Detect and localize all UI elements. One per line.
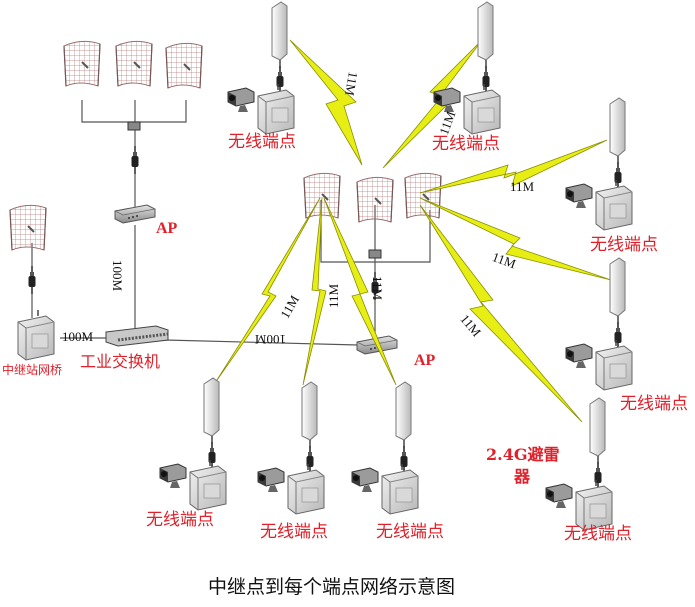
terminal-label: 无线端点	[564, 524, 632, 544]
terminal-node-icon	[546, 398, 612, 530]
wireless-links	[214, 39, 612, 423]
switch-icon	[104, 324, 170, 348]
terminal-label: 无线端点	[432, 134, 500, 154]
link-speed-label: 11M	[342, 70, 361, 97]
splitter-icon	[127, 121, 141, 131]
grid-antenna-icon	[303, 172, 341, 219]
lightning-icon	[323, 197, 397, 386]
splitter-icon	[368, 249, 382, 259]
lightning-icon	[214, 197, 321, 384]
terminal-label: 无线端点	[590, 235, 658, 255]
grid-antenna-icon	[9, 204, 47, 251]
link-speed-label: 11M	[370, 276, 385, 301]
terminal-node-icon	[566, 98, 632, 230]
lightning-icon	[419, 139, 608, 194]
industrial-switch-label: 工业交换机	[80, 352, 161, 371]
wire-speed-label: 100M	[62, 329, 94, 344]
grid-antenna-icon	[356, 176, 394, 223]
grid-antenna-icon	[404, 172, 442, 219]
terminal-label: 无线端点	[228, 132, 296, 152]
terminal-node-icon	[352, 382, 418, 514]
arrester-label: 2.4G避雷	[486, 445, 560, 464]
arrester-label: 器	[514, 467, 531, 486]
enclosure-box-icon	[17, 309, 55, 361]
wiring	[31, 100, 431, 346]
terminal-label: 无线端点	[376, 522, 444, 542]
link-speed-label: 11M	[510, 179, 535, 194]
grid-antenna-icon	[115, 40, 153, 87]
diagram-caption: 中继点到每个端点网络示意图	[208, 576, 456, 598]
lightning-icon	[289, 39, 363, 166]
terminal-node-icon	[228, 2, 294, 134]
terminal-label: 无线端点	[620, 394, 688, 414]
surge-arrester-icon	[130, 145, 140, 175]
surge-arrester-icon	[27, 265, 37, 295]
grid-antenna-icon	[165, 42, 203, 89]
ap-label: AP	[156, 220, 178, 237]
lightning-icon	[419, 204, 583, 423]
lightning-icon	[302, 197, 327, 386]
wire-speed-label: 100M	[254, 332, 286, 347]
terminal-node-icon	[258, 382, 324, 514]
access-point-icon	[114, 204, 156, 224]
terminal-node-icon	[566, 258, 632, 390]
grid-antenna-icon	[63, 40, 101, 87]
wire-speed-label: 100M	[110, 260, 125, 292]
link-speed-label: 11M	[326, 283, 341, 308]
terminal-label: 无线端点	[260, 522, 328, 542]
terminal-node-icon	[160, 378, 226, 510]
relay-bridge-label: 中继站网桥	[2, 363, 63, 377]
lightning-icon	[419, 197, 612, 281]
terminal-label: 无线端点	[146, 510, 214, 530]
ap-label: AP	[414, 352, 436, 369]
